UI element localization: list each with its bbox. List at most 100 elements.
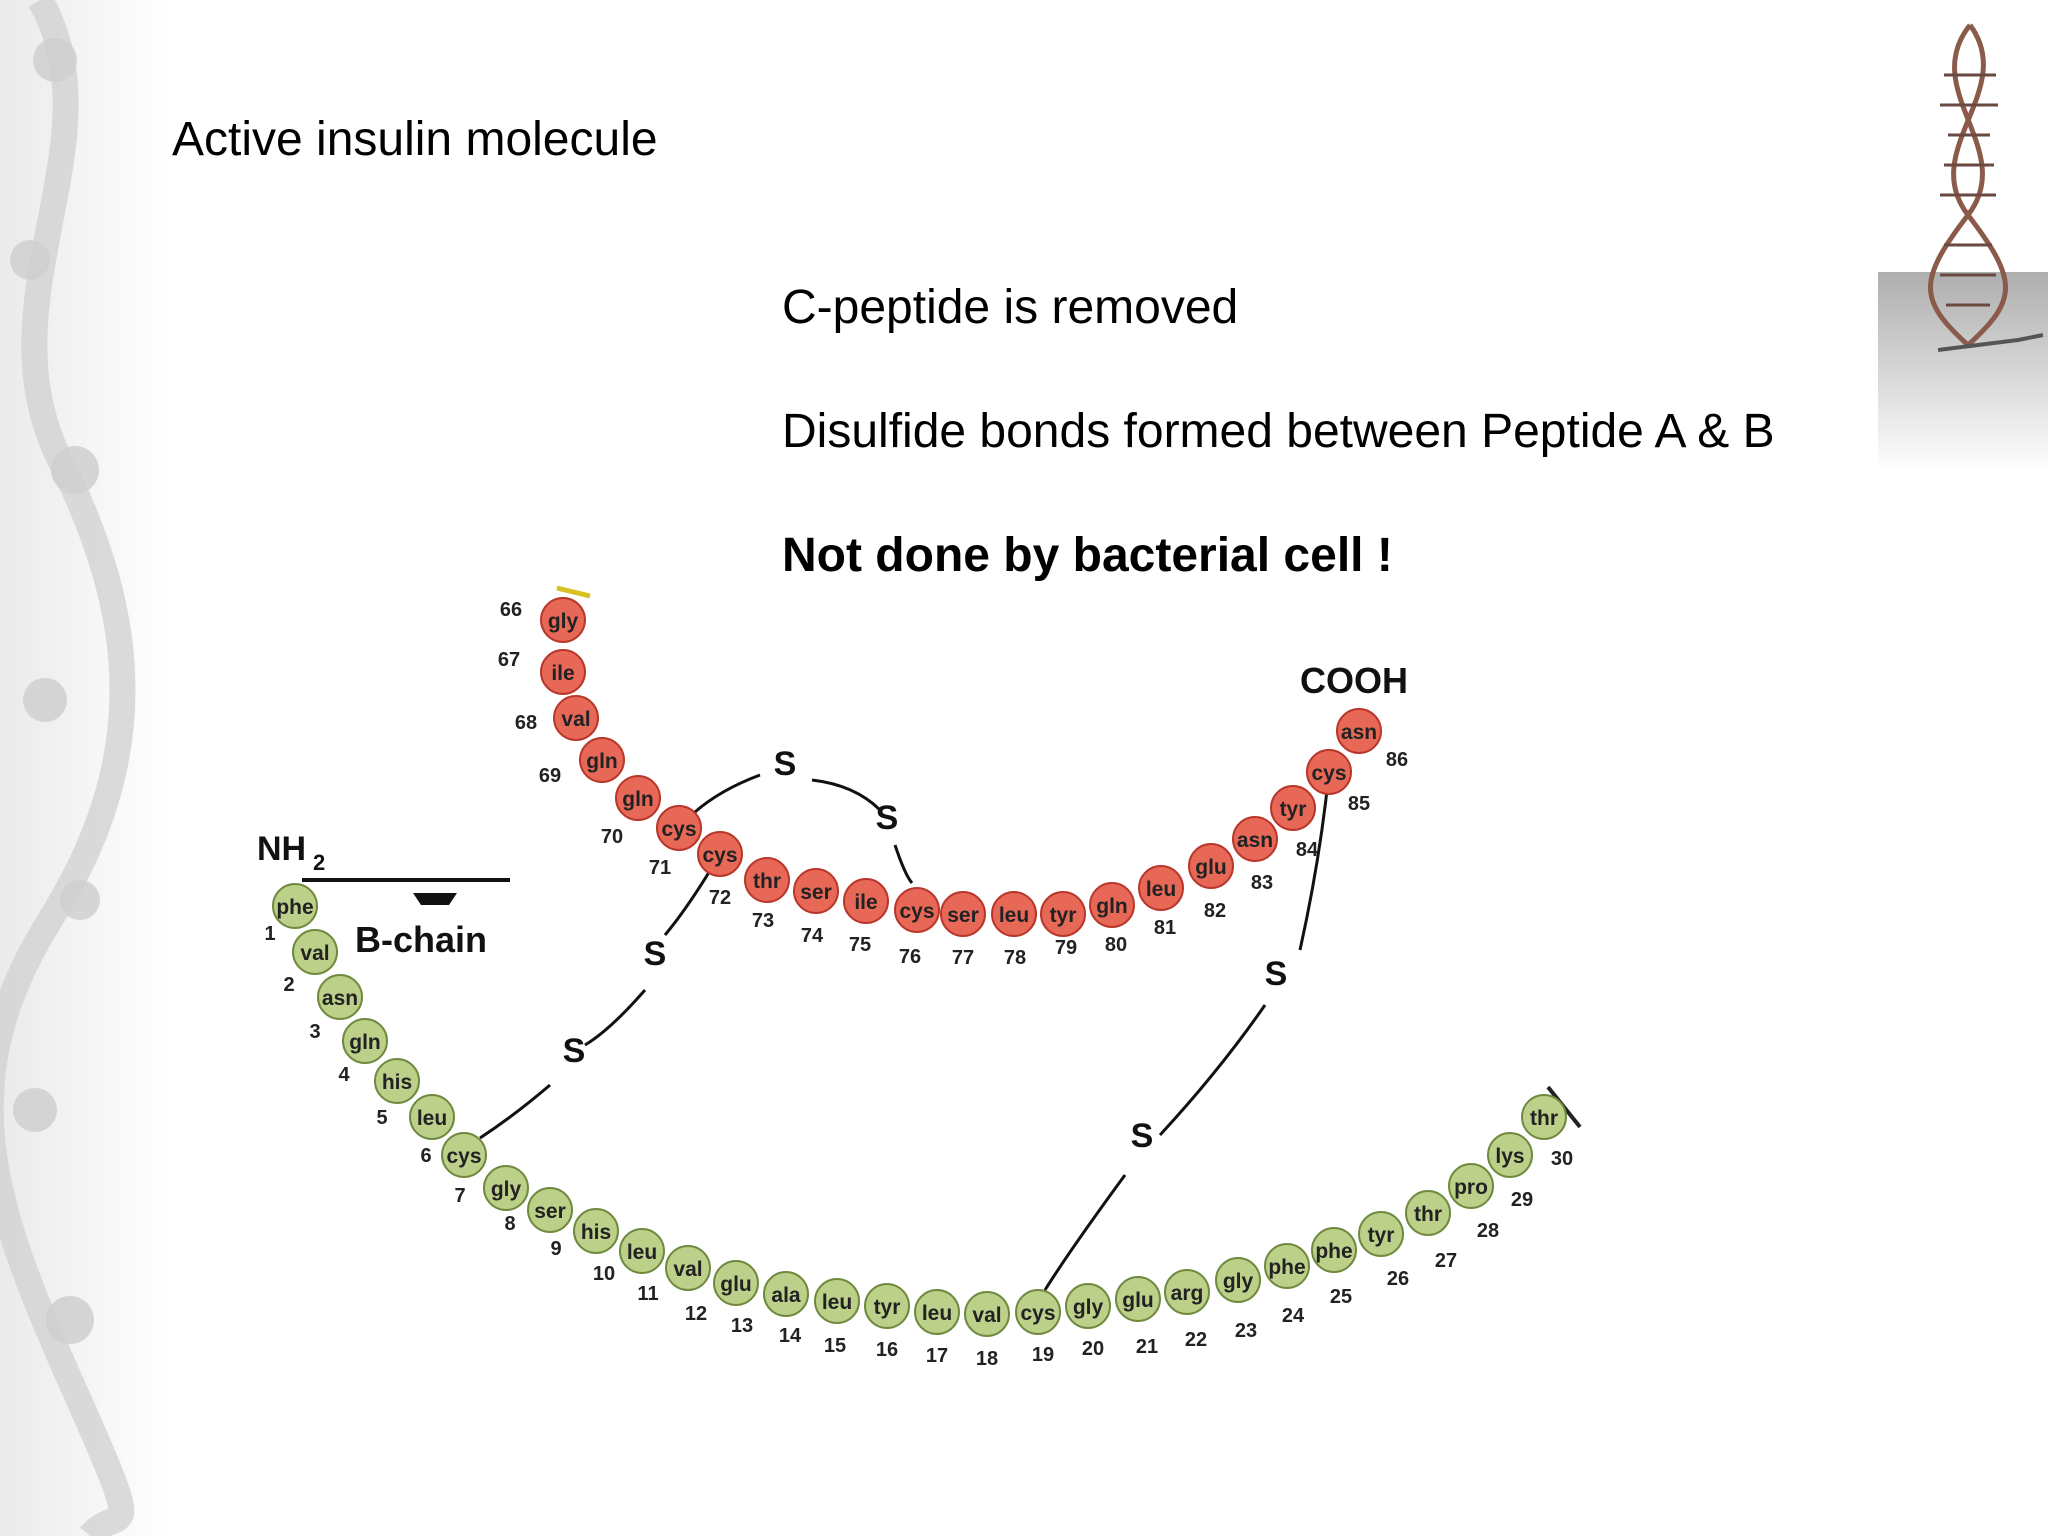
bullet-c-peptide: C-peptide is removed	[782, 281, 1239, 334]
a-chain-residue-name: asn	[1237, 829, 1273, 852]
a-chain-residue-number: 73	[752, 910, 774, 932]
b-chain-residue-name: glu	[720, 1273, 752, 1296]
bullet-disulfide-bonds: Disulfide bonds formed between Peptide A…	[782, 405, 1775, 458]
b-chain-residue-bead	[1358, 1211, 1404, 1257]
a-chain-residue-name: cys	[661, 818, 696, 841]
b-chain-residue-bead	[292, 929, 338, 975]
b-chain-residue-bead	[573, 1208, 619, 1254]
b-chain-residue-bead	[1164, 1269, 1210, 1315]
b-chain-residue-bead	[1487, 1132, 1533, 1178]
a-chain-residue-number: 72	[709, 887, 731, 909]
n-terminus-label: NH	[257, 830, 306, 868]
b-chain-residue-number: 17	[926, 1345, 948, 1367]
b-chain-residue-number: 27	[1435, 1250, 1457, 1272]
b-chain-residue-name: ala	[771, 1284, 801, 1307]
b-chain-residue-bead	[763, 1271, 809, 1317]
a-chain-residue-name: ser	[800, 881, 832, 904]
disulfide-bond-line	[694, 773, 914, 884]
a-chain-residue-number: 70	[601, 826, 623, 848]
a-chain-residue-bead	[1270, 785, 1316, 831]
b-chain-residue-name: tyr	[1368, 1224, 1395, 1247]
a-chain-residue-number: 78	[1004, 947, 1026, 969]
a-chain-residue-name: gln	[622, 788, 654, 811]
b-chain-residue-bead	[1521, 1094, 1567, 1140]
a-chain-residue-number: 68	[515, 712, 537, 734]
a-chain-residue-bead	[697, 831, 743, 877]
b-chain-residue-name: thr	[1414, 1203, 1442, 1226]
b-chain-residue-number: 29	[1511, 1189, 1533, 1211]
b-chain-residue-name: leu	[627, 1241, 657, 1264]
b-chain-residue-name: gln	[349, 1031, 381, 1054]
n-terminus-subscript: 2	[313, 850, 325, 875]
b-chain-residue-bead	[814, 1278, 860, 1324]
disulfide-bond-line	[479, 853, 722, 1140]
b-chain-residue-number: 14	[779, 1325, 802, 1347]
b-chain-residue-number: 15	[824, 1335, 846, 1357]
b-chain-residue-name: gly	[1223, 1270, 1254, 1293]
b-chain-residue-name: val	[673, 1258, 702, 1281]
sulfur-atom-label: S	[774, 745, 797, 783]
b-chain-residue-name: leu	[417, 1107, 447, 1130]
b-chain-residue-bead	[1115, 1276, 1161, 1322]
b-chain-residue-name: asn	[322, 987, 358, 1010]
b-chain-residue-bead	[1215, 1257, 1261, 1303]
b-chain-residue-bead	[1311, 1227, 1357, 1273]
b-chain-residue-number: 16	[876, 1339, 898, 1361]
b-chain-residue-number: 12	[685, 1303, 707, 1325]
a-chain-residue-name: ile	[854, 891, 877, 914]
b-chain-residue-number: 28	[1477, 1220, 1499, 1242]
sulfur-atom-label: S	[1265, 955, 1288, 993]
a-chain-residue-number: 86	[1386, 749, 1408, 771]
b-chain-residue-bead	[713, 1260, 759, 1306]
a-chain-residue-bead	[553, 695, 599, 741]
a-chain-residue-number: 82	[1204, 900, 1226, 922]
b-chain-residue-bead	[864, 1283, 910, 1329]
b-chain-residue-bead	[342, 1018, 388, 1064]
a-chain-residue-number: 75	[849, 934, 871, 956]
a-chain-residue-bead	[744, 857, 790, 903]
b-chain-residue-name: phe	[276, 896, 313, 919]
b-chain-residue-bead	[527, 1187, 573, 1233]
a-chain-residue-number: 80	[1105, 934, 1127, 956]
a-chain-residue-bead	[579, 737, 625, 783]
b-chain-label: B-chain	[355, 919, 487, 960]
b-chain-residue-bead	[1015, 1289, 1061, 1335]
b-chain-residue-number: 3	[309, 1021, 320, 1043]
slide-title: Active insulin molecule	[172, 113, 658, 166]
a-chain-residue-name: ile	[551, 662, 574, 685]
a-chain-residue-name: leu	[999, 904, 1029, 927]
a-chain-residue-bead	[843, 878, 889, 924]
b-chain-residue-number: 2	[283, 974, 294, 996]
a-chain-residue-bead	[1232, 816, 1278, 862]
dna-background-decoration	[0, 0, 170, 1536]
sulfur-atom-label: S	[563, 1032, 586, 1070]
a-chain-residue-name: cys	[1311, 762, 1346, 785]
b-chain-residue-number: 4	[338, 1064, 350, 1086]
b-chain-residue-bead	[619, 1228, 665, 1274]
a-chain-residue-number: 67	[498, 649, 520, 671]
a-chain-residue-name: cys	[702, 844, 737, 867]
b-chain-residue-name: phe	[1315, 1240, 1352, 1263]
a-chain-end-marker	[556, 585, 591, 599]
b-chain-residue-name: his	[581, 1221, 611, 1244]
b-chain-residue-name: val	[972, 1304, 1001, 1327]
b-chain-residue-bead	[1448, 1163, 1494, 1209]
b-chain-residue-number: 23	[1235, 1320, 1257, 1342]
a-chain-residue-name: gly	[548, 610, 579, 633]
b-chain-residue-name: thr	[1530, 1107, 1558, 1130]
a-chain-residue-bead	[1188, 843, 1234, 889]
a-chain-residue-bead	[894, 887, 940, 933]
a-chain-residue-name: leu	[1146, 878, 1176, 901]
a-chain-residue-name: thr	[753, 870, 781, 893]
b-chain-residue-bead	[317, 974, 363, 1020]
a-chain-residue-bead	[656, 805, 702, 851]
a-chain-residue-name: asn	[1341, 721, 1377, 744]
a-chain-residue-number: 66	[500, 599, 522, 621]
a-chain-residue-bead	[1336, 708, 1382, 754]
a-chain-residue-bead	[1040, 891, 1086, 937]
b-chain-residue-number: 9	[550, 1238, 561, 1260]
